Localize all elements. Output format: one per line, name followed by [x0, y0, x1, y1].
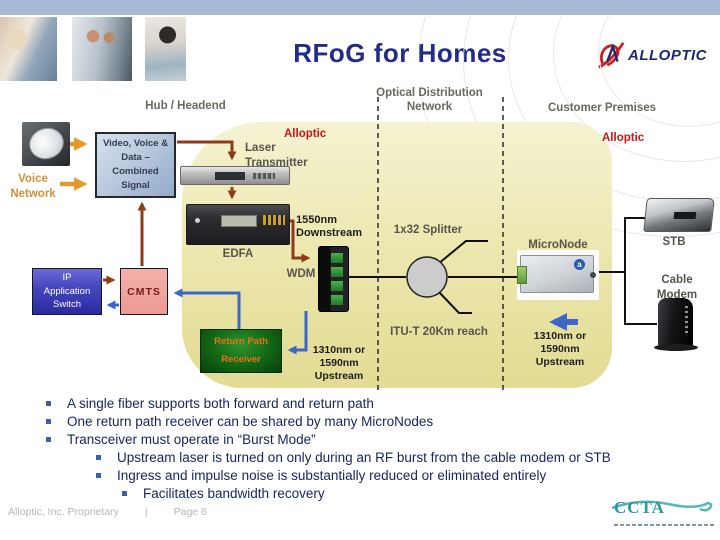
ccta-tagline [614, 524, 714, 526]
combiner-box: Video, Voice & Data – Combined Signal [95, 132, 176, 198]
alloptic-logo-text: ALLOPTIC [628, 46, 707, 64]
bullet-square-icon [46, 436, 51, 442]
return-path-receiver-box: Return Path Receiver [200, 329, 282, 373]
top-bar [0, 0, 720, 15]
laser-transmitter-label: Laser Transmitter [245, 142, 308, 169]
alloptic-logo-icon [596, 39, 626, 71]
bullet-square-icon [122, 490, 127, 496]
header-photo-3 [145, 17, 186, 81]
section-hub-headend: Hub / Headend [145, 100, 226, 112]
bullet-list: A single fiber supports both forward and… [0, 394, 720, 502]
micronode-image: a [517, 250, 599, 300]
ip-application-switch-box: IP Application Switch [32, 268, 102, 315]
footer-page-number: Page 6 [173, 506, 207, 518]
stb-image [643, 198, 715, 232]
footer: Alloptic, Inc. Proprietary | Page 6 [8, 506, 207, 518]
edfa-label: EDFA [222, 248, 254, 260]
downstream-1550-label: 1550nm Downstream [296, 214, 363, 239]
ccta-logo-text: CCTA [614, 498, 665, 517]
stb-label: STB [662, 236, 686, 248]
wdm-label: WDM [286, 268, 316, 280]
bullet-item: Transceiver must operate in “Burst Mode” [0, 430, 720, 448]
bullet-item: Upstream laser is turned on only during … [0, 448, 720, 466]
bullet-item: A single fiber supports both forward and… [0, 394, 720, 412]
laser-transmitter-image [180, 166, 290, 185]
bullet-square-icon [96, 472, 101, 478]
coax-stb-modem [624, 217, 657, 325]
footer-proprietary: Alloptic, Inc. Proprietary [8, 506, 119, 518]
ccta-wave-icon [612, 500, 713, 512]
bullet-square-icon [46, 418, 51, 424]
header-photo-2 [72, 17, 132, 81]
page-title: RFoG for Homes [293, 38, 507, 68]
bullet-square-icon [96, 454, 101, 460]
edfa-image [186, 204, 290, 245]
bullet-item: Ingress and impulse noise is substantial… [0, 466, 720, 484]
header-photo-1 [0, 17, 57, 81]
alloptic-label-right: Alloptic [602, 132, 645, 144]
alloptic-logo: ALLOPTIC [596, 38, 714, 72]
cable-modem-image [654, 298, 698, 351]
section-optical-distribution-network: Optical Distribution Network [376, 87, 483, 114]
itu-reach-label: ITU-T 20Km reach [390, 326, 488, 338]
micronode-label: MicroNode [528, 239, 588, 251]
splitter-label: 1x32 Splitter [393, 224, 463, 236]
ccta-logo: CCTA [612, 494, 716, 536]
bullet-item: Facilitates bandwidth recovery [0, 484, 720, 502]
upstream-right-label: 1310nm or 1590nm Upstream [533, 330, 587, 369]
bullet-square-icon [46, 400, 51, 406]
cmts-box: CMTS [120, 268, 168, 315]
wdm-image [318, 246, 349, 312]
voice-network-label: Voice Network [10, 173, 56, 200]
bullet-item: One return path receiver can be shared b… [0, 412, 720, 430]
alloptic-label-left: Alloptic [284, 128, 327, 140]
satellite-dish-image [22, 122, 70, 166]
footer-divider: | [144, 506, 148, 518]
upstream-left-label: 1310nm or 1590nm Upstream [312, 344, 366, 383]
section-customer-premises: Customer Premises [547, 102, 657, 114]
cable-modem-label: Cable Modem [656, 274, 698, 301]
